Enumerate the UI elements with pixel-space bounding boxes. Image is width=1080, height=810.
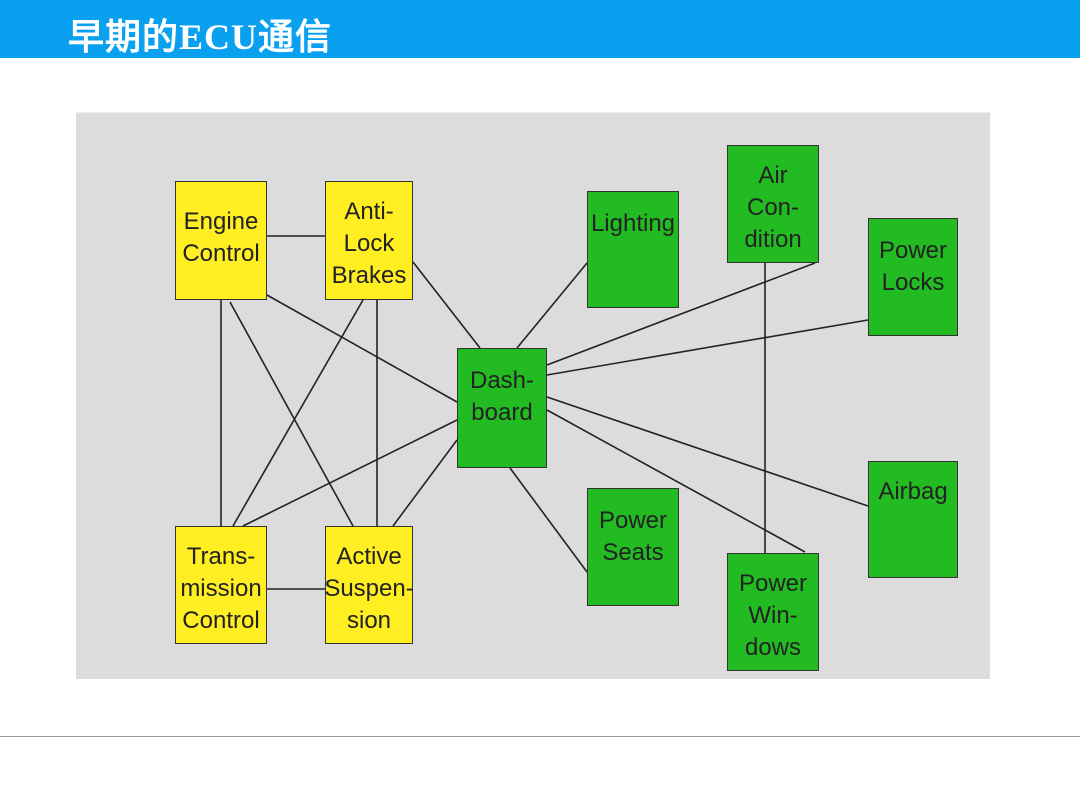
- transmission-control-label: Trans- mission Control: [180, 543, 262, 634]
- power-locks-box: Power Locks: [868, 218, 958, 336]
- power-windows-box: Power Win- dows: [727, 553, 819, 671]
- power-seats-label: Power Seats: [598, 507, 668, 566]
- title-bar: 早期的ECU通信: [0, 0, 1080, 58]
- airbag-label: Airbag: [878, 478, 948, 505]
- link-dashboard-aircondition: [546, 262, 816, 366]
- link-antilock-transmission: [232, 299, 364, 527]
- dashboard-box: Dash- board: [457, 348, 547, 468]
- link-suspension-dashboard: [392, 439, 458, 527]
- active-suspension-label: Active Suspen- sion: [324, 543, 414, 634]
- anti-lock-brakes-box: Anti- Lock Brakes: [325, 181, 413, 300]
- dashboard-label: Dash- board: [469, 367, 535, 426]
- link-dashboard-powerseats: [509, 467, 588, 573]
- lighting-label: Lighting: [590, 210, 676, 237]
- air-condition-label: Air Con- dition: [744, 162, 802, 253]
- link-dashboard-powerlocks: [546, 319, 869, 376]
- air-condition-box: Air Con- dition: [727, 145, 819, 263]
- lighting-box: Lighting: [587, 191, 679, 308]
- link-engine-suspension: [229, 301, 354, 527]
- anti-lock-brakes-label: Anti- Lock Brakes: [331, 198, 407, 289]
- bottom-divider: [0, 736, 1080, 737]
- link-dashboard-airbag: [546, 396, 869, 507]
- active-suspension-box: Active Suspen- sion: [324, 526, 414, 644]
- link-transmission-dashboard: [242, 419, 458, 527]
- link-dashboard-powerwindows: [546, 409, 806, 553]
- airbag-box: Airbag: [868, 461, 958, 578]
- link-engine-dashboard: [266, 294, 458, 403]
- transmission-control-box: Trans- mission Control: [175, 526, 267, 644]
- engine-control-box: Engine Control: [175, 181, 267, 300]
- power-windows-label: Power Win- dows: [738, 570, 808, 661]
- engine-control-label: Engine Control: [182, 208, 260, 267]
- power-seats-box: Power Seats: [587, 488, 679, 606]
- link-dashboard-lighting: [516, 262, 588, 349]
- page-title: 早期的ECU通信: [68, 17, 333, 57]
- link-antilock-dashboard: [412, 261, 481, 349]
- power-locks-label: Power Locks: [878, 237, 948, 296]
